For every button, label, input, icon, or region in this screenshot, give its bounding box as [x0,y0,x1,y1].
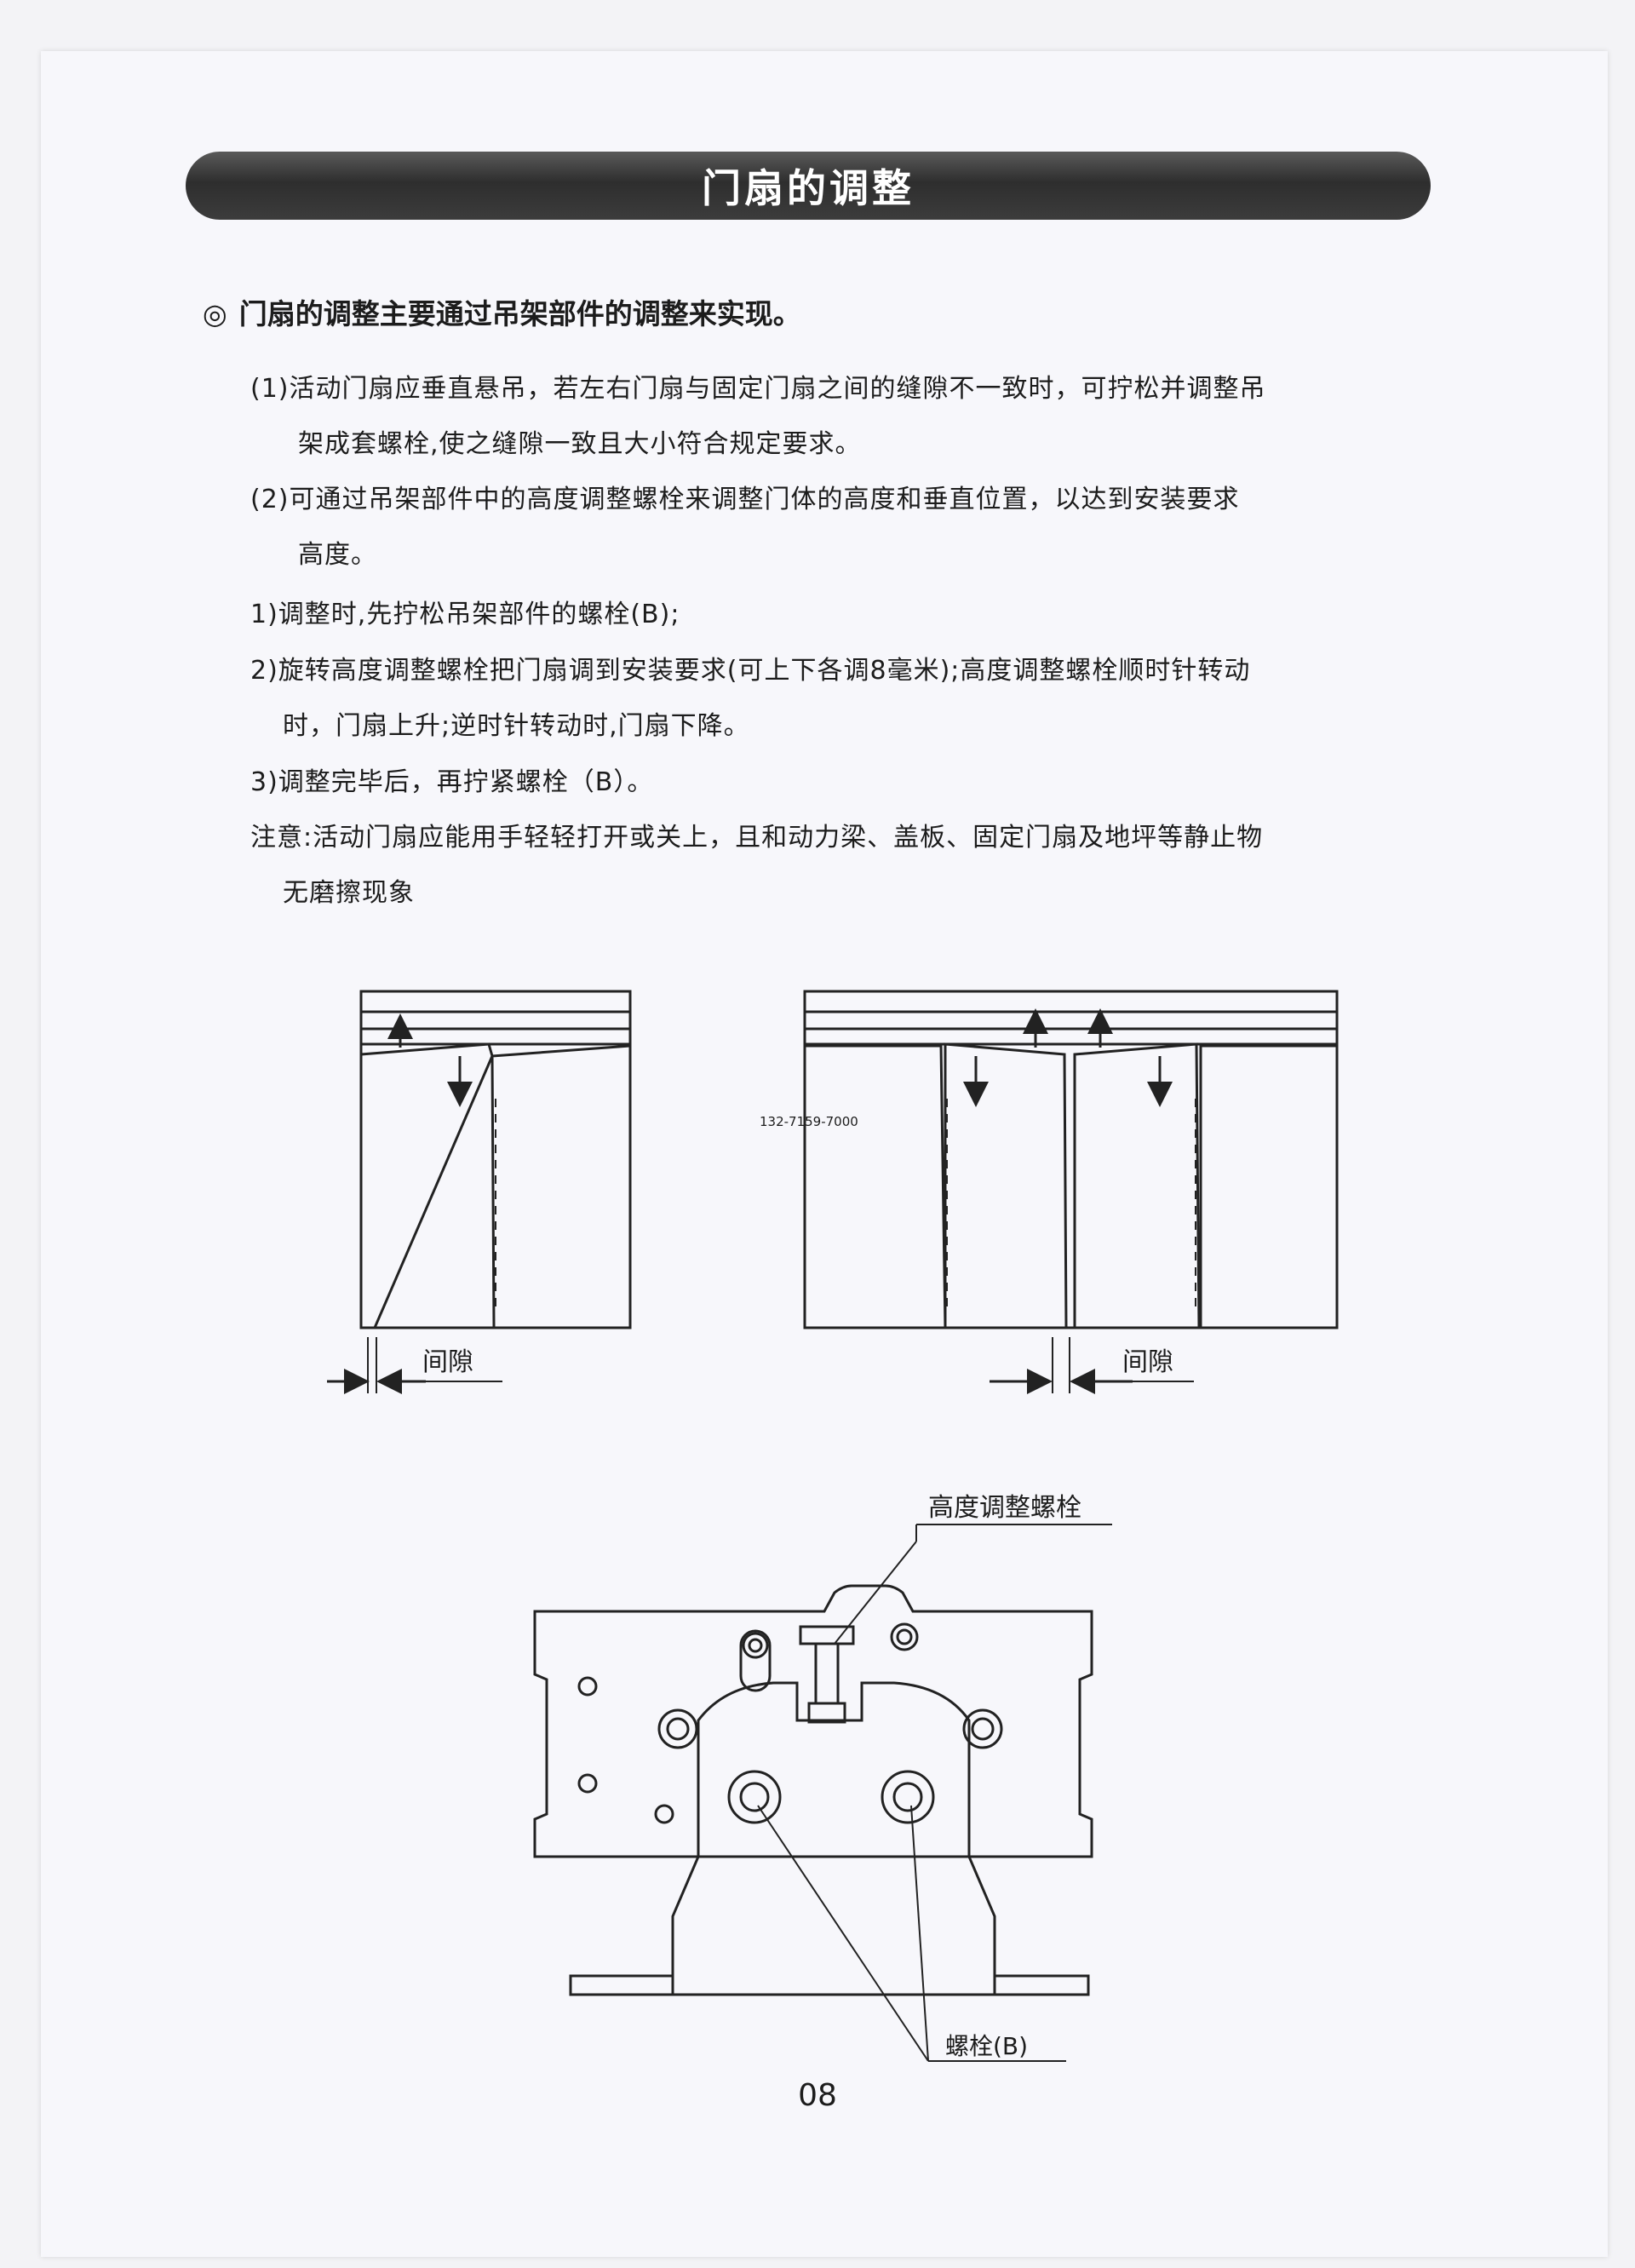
paragraph-line: 3)调整完毕后，再拧紧螺栓（B）。 [250,767,654,797]
paragraph-line: 1)调整时,先拧松吊架部件的螺栓(B); [250,600,680,629]
paragraph-line: 无磨擦现象 [283,878,415,908]
paragraph-line: 注意:活动门扇应能用手轻轻打开或关上，且和动力梁、盖板、固定门扇及地坪等静止物 [250,823,1264,853]
paragraph-line: 2)旋转高度调整螺栓把门扇调到安装要求(可上下各调8毫米);高度调整螺栓顺时针转… [250,656,1251,686]
bolt-b-label: 螺栓(B) [945,2032,1028,2060]
paragraph-line: (2)可通过吊架部件中的高度调整螺栓来调整门体的高度和垂直位置，以达到安装要求 [250,485,1240,514]
document-page [41,51,1608,2257]
intro-text: 门扇的调整主要通过吊架部件的调整来实现。 [238,297,801,330]
door-adjustment-diagram: 间隙 间隙 132-7159-7000 高度调整螺栓 螺栓(B) [327,990,1339,2062]
height-bolt-label: 高度调整螺栓 [928,1493,1081,1523]
section-title-bar: 门扇的调整 [186,152,1431,220]
paragraph-line: 时，门扇上升;逆时针转动时,门扇下降。 [283,711,750,741]
page-number: 08 [798,2078,837,2113]
intro-heading: ◎ 门扇的调整主要通过吊架部件的调整来实现。 [203,291,801,332]
bullet-mark-icon: ◎ [203,297,227,330]
phone-watermark: 132-7159-7000 [760,1114,858,1129]
paragraph-line: 架成套螺栓,使之缝隙一致且大小符合规定要求。 [298,429,862,459]
gap-label-right: 间隙 [1122,1347,1173,1377]
double-door-figure [803,990,1339,1394]
hanger-bracket-figure [533,1524,1112,2062]
gap-label-left: 间隙 [422,1347,473,1377]
single-door-figure [327,990,632,1394]
paragraph-line: 高度。 [298,540,377,570]
section-title: 门扇的调整 [702,165,915,211]
paragraph-line: (1)活动门扇应垂直悬吊，若左右门扇与固定门扇之间的缝隙不一致时，可拧松并调整吊 [250,374,1266,404]
